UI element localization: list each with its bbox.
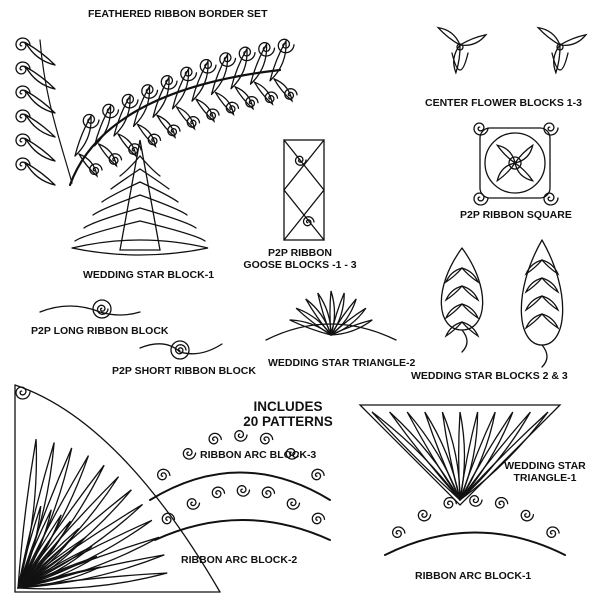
wedding-star-triangle-2-label: WEDDING STAR TRIANGLE-2 [268,357,416,369]
includes-line-2: 20 PATTERNS [243,414,333,429]
ribbon-arc-2-label: RIBBON ARC BLOCK-2 [181,554,298,566]
goose-label-line-2: GOOSE BLOCKS -1 - 3 [243,259,357,271]
ribbon-arc-3-label: RIBBON ARC BLOCK-3 [200,449,317,461]
short-ribbon-pattern [139,340,223,360]
includes-line-1: INCLUDES [253,399,323,414]
goose-label-line-1: P2P RIBBON [268,247,332,259]
short-ribbon-label: P2P SHORT RIBBON BLOCK [112,365,256,377]
wedding-star-blocks-2-3-pattern [440,239,564,368]
triangle-1-line-1: WEDDING STAR [504,460,586,472]
wedding-star-block-1-pattern [71,139,209,256]
wedding-star-triangle-1-label: WEDDING STAR TRIANGLE-1 [500,460,590,484]
triangle-1-line-2: TRIANGLE-1 [513,472,577,484]
feathered-ribbon-label: FEATHERED RIBBON BORDER SET [88,8,268,20]
long-ribbon-label: P2P LONG RIBBON BLOCK [31,325,169,337]
includes-patterns-label: INCLUDES 20 PATTERNS [228,399,348,429]
ribbon-arc-block-2-pattern [154,485,331,541]
feathered-ribbon-border-pattern [15,37,298,187]
wedding-star-triangle-1-pattern [358,404,562,506]
long-ribbon-pattern [39,299,141,319]
wedding-star-blocks-2-3-label: WEDDING STAR BLOCKS 2 & 3 [411,370,568,382]
ribbon-arc-1-label: RIBBON ARC BLOCK-1 [415,570,532,582]
ribbon-square-label: P2P RIBBON SQUARE [460,209,572,221]
center-flower-patterns [436,26,588,75]
ribbon-goose-block-pattern [283,139,325,241]
ribbon-arc-block-1-pattern [384,495,566,556]
goose-block-label: P2P RIBBON GOOSE BLOCKS -1 - 3 [240,247,360,271]
wedding-star-triangle-2-pattern [265,290,397,341]
ribbon-arc-block-3-pattern [149,430,331,501]
ribbon-square-pattern [473,122,559,206]
center-flower-label: CENTER FLOWER BLOCKS 1-3 [425,97,582,109]
wedding-star-block-1-label: WEDDING STAR BLOCK-1 [83,269,215,281]
